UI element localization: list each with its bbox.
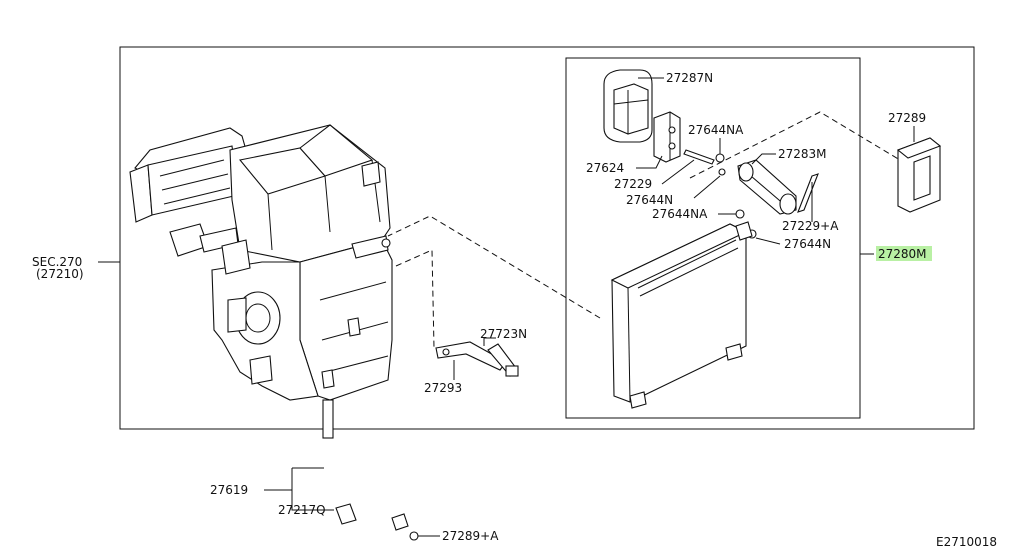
label-27283M: 27283M [778,147,827,161]
label-27644NA-mid: 27644NA [652,207,708,221]
label-27289: 27289 [888,111,926,125]
part-27289A-clamp [409,531,419,541]
part-27289 [896,137,942,213]
dashed-leader-seal [689,111,901,179]
outer-frame [119,46,975,430]
part-27287N [603,69,653,143]
o-ring-27644NA-mid [735,209,745,219]
label-27723N: 27723N [480,327,527,341]
part-27280M-evaporator [610,221,753,409]
label-27280M[interactable]: 27280M [878,247,927,261]
label-27644N-left: 27644N [626,193,673,207]
o-ring-27644N-left [718,168,726,176]
label-27644N-right: 27644N [784,237,831,251]
hvac-housing-assembly [129,124,393,439]
diagram-id: E2710018 [936,535,997,549]
part-27624 [653,111,681,163]
label-27217Q: 27217Q [278,503,326,517]
part-27723N-sensor [487,343,519,377]
o-ring-27644NA-top [715,153,725,163]
label-27619: 27619 [210,483,248,497]
part-27619-drain-hose [329,440,409,531]
part-27217Q-clip [335,503,357,525]
label-27287N: 27287N [666,71,713,85]
dashed-leader-bracket [395,249,435,349]
label-27229A: 27229+A [782,219,839,233]
label-27644NA-top: 27644NA [688,123,744,137]
label-27229: 27229 [614,177,652,191]
highlight-27280M [876,246,932,261]
part-27283M [737,159,797,215]
label-27293: 27293 [424,381,462,395]
dashed-leader-evaporator [387,215,601,319]
label-sec270-ref: (27210) [36,267,84,281]
label-sec270: SEC.270 [32,255,82,269]
inner-frame [565,57,861,419]
part-27293-bracket [435,341,507,371]
label-27624: 27624 [586,161,624,175]
label-27289A: 27289+A [442,529,499,543]
